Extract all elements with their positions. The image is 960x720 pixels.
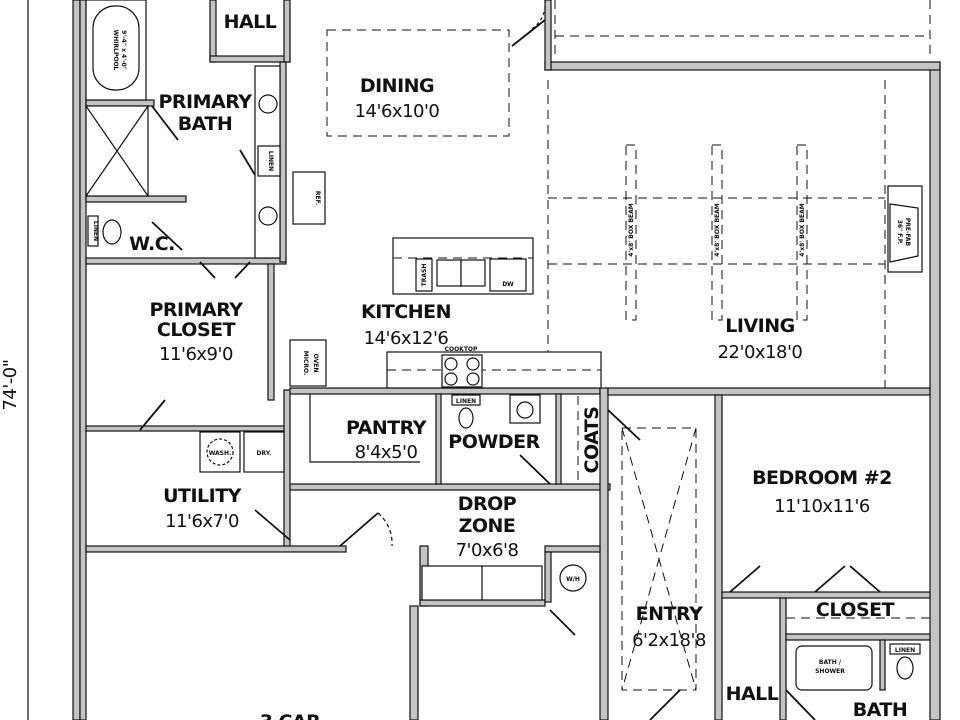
micro-oven: MICRO. OVEN [289,339,327,387]
primary-closet-label-2: CLOSET [157,319,236,341]
shower [85,105,149,197]
drop-zone-dims: 7'0x6'8 [456,540,519,561]
entry-label: ENTRY [636,603,703,625]
svg-text:LINEN: LINEN [92,221,99,241]
box-beams: 4'x8' BOX BEAM 4'x8' BOX BEAM 4'x8' BOX … [628,203,806,256]
entry-dims: 6'2x18'8 [632,630,706,651]
utility-label: UTILITY [163,485,242,507]
svg-text:TRASH: TRASH [421,264,428,287]
dining-label: DINING [360,75,434,97]
svg-text:COOKTOP: COOKTOP [445,346,478,353]
overall-dimension: 74'-0" [0,0,29,720]
bath-shower: BATH / SHOWER LINEN [786,617,930,691]
dining-dims: 14'6x10'0 [355,101,440,122]
kitchen-dims: 14'6x12'6 [364,328,449,349]
living-label: LIVING [725,315,794,337]
svg-text:W/H: W/H [566,576,580,583]
drop-zone-label-1: DROP [458,493,517,515]
kitchen-label: KITCHEN [361,301,451,323]
svg-text:4'x8' BOX BEAM: 4'x8' BOX BEAM [714,203,721,256]
room-labels: HALL DINING 14'6x10'0 PRIMARY BATH W.C. … [129,11,908,720]
kitchen-island: TRASH DW [392,237,534,295]
fireplace: 36" F.P. PRE-FAB [887,185,923,273]
ceiling-lines [326,0,931,691]
primary-vanity: LINEN [254,65,281,259]
living-dims: 22'0x18'0 [718,342,803,363]
svg-text:DW: DW [502,281,514,288]
cooktop-counter: COOKTOP [386,346,602,389]
svg-text:4'x8' BOX BEAM: 4'x8' BOX BEAM [628,203,635,256]
svg-text:WASH.: WASH. [209,450,232,457]
water-heater: W/H [559,564,587,592]
closet-label: CLOSET [816,599,895,621]
pantry-dims: 8'4x5'0 [355,442,418,463]
whirlpool-tub: WHIRLPOOL 9'-4" x 4'-0" [85,0,147,101]
refrigerator: REF. [292,171,326,225]
doors [139,0,881,720]
walls [72,0,941,720]
svg-text:LINEN: LINEN [456,398,476,405]
utility-dims: 11'6x7'0 [165,511,239,532]
hall-bottom-label: HALL [726,683,779,705]
svg-text:MICRO.: MICRO. [302,351,309,375]
bedroom2-dims: 11'10x11'6 [774,496,870,517]
primary-closet-dims: 11'6x9'0 [159,344,233,365]
svg-text:BATH /: BATH / [819,659,842,666]
primary-bath-label-1: PRIMARY [158,91,252,113]
svg-text:DRY.: DRY. [257,450,272,457]
svg-text:36" F.P.: 36" F.P. [896,220,903,245]
pantry-label: PANTRY [346,417,427,439]
bath-label: BATH [853,699,908,720]
drop-zone-label-2: ZONE [459,515,516,537]
svg-text:4'x8' BOX BEAM: 4'x8' BOX BEAM [799,203,806,256]
wc-label: W.C. [129,233,175,255]
wc-toilet: LINEN [87,215,122,247]
powder-fixtures: LINEN [451,394,541,429]
hall-top-label: HALL [224,11,277,33]
svg-text:LINEN: LINEN [267,151,274,171]
drop-zone-bench [421,565,543,601]
coats-label: COATS [581,407,603,474]
powder-label: POWDER [448,431,540,453]
pantry-shelves [309,394,420,463]
overall-dimension-label: 74'-0" [0,359,21,410]
svg-text:SHOWER: SHOWER [815,668,845,675]
svg-text:REF.: REF. [314,191,321,205]
svg-text:LINEN: LINEN [895,647,915,654]
svg-text:PRE-FAB: PRE-FAB [904,218,911,247]
svg-text:OVEN: OVEN [312,354,319,373]
svg-text:WHIRLPOOL: WHIRLPOOL [112,30,119,71]
washer-dryer: WASH. DRY. [199,431,285,473]
svg-text:9'-4" x 4'-0": 9'-4" x 4'-0" [120,30,127,70]
primary-bath-label-2: BATH [178,113,233,135]
bedroom2-label: BEDROOM #2 [752,467,892,489]
primary-closet-label-1: PRIMARY [149,299,243,321]
garage-label: 3 CAR [260,711,321,720]
